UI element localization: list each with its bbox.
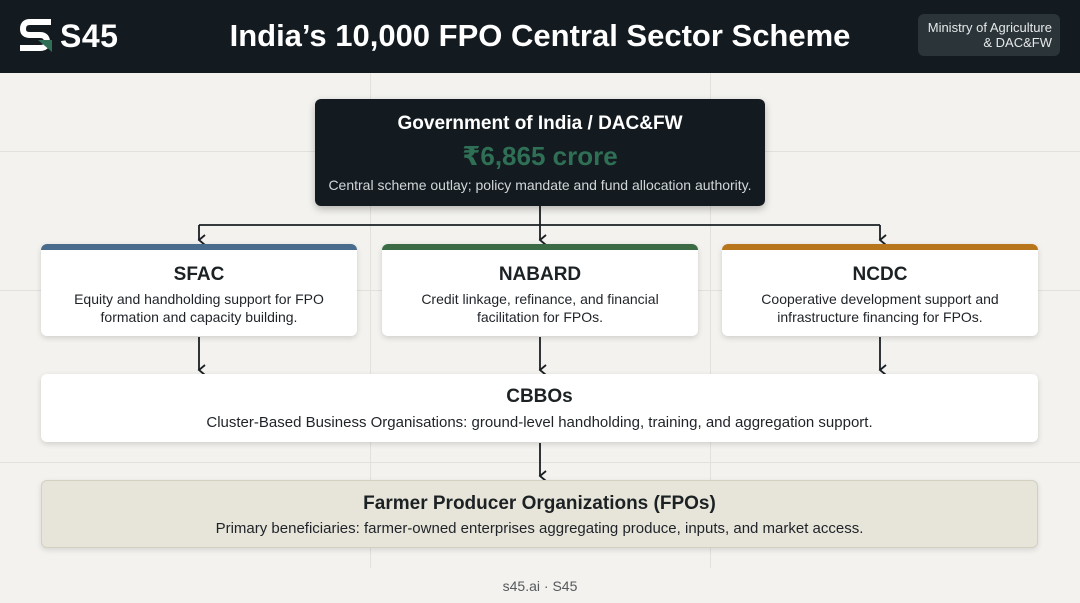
header-bar: S45 India’s 10,000 FPO Central Sector Sc… — [0, 0, 1080, 73]
agency-description: Credit linkage, refinance, and financial… — [421, 291, 659, 325]
grid-line — [710, 73, 711, 568]
agency-node-ncdc: NCDC Cooperative development support and… — [722, 244, 1038, 336]
cbbo-description: Cluster-Based Business Organisations: gr… — [206, 414, 873, 431]
grid-line — [0, 462, 1080, 463]
agency-description: Equity and handholding support for FPO f… — [74, 291, 324, 325]
ministry-line-2: & DAC&FW — [983, 35, 1052, 50]
ministry-line-1: Ministry of Agriculture — [927, 20, 1052, 35]
agency-accent-bar — [382, 244, 698, 250]
government-node: Government of India / DAC&FW ₹6,865 cror… — [315, 99, 765, 206]
page-title: India’s 10,000 FPO Central Sector Scheme — [229, 18, 851, 53]
agency-name: NABARD — [498, 264, 582, 285]
fpo-title: Farmer Producer Organizations (FPOs) — [363, 493, 716, 514]
grid-line — [370, 73, 371, 568]
agency-name: SFAC — [173, 264, 225, 285]
brand-name: S45 — [60, 18, 119, 54]
agency-accent-bar — [722, 244, 1038, 250]
scheme-outlay-amount: ₹6,865 crore — [462, 141, 618, 171]
government-description: Central scheme outlay; policy mandate an… — [328, 177, 752, 193]
agency-node-nabard: NABARD Credit linkage, refinance, and fi… — [382, 244, 698, 336]
agency-name: NCDC — [852, 264, 908, 285]
ministry-badge: Ministry of Agriculture & DAC&FW — [918, 14, 1060, 56]
cbbo-title: CBBOs — [506, 386, 573, 407]
fpo-node: Farmer Producer Organizations (FPOs) Pri… — [41, 480, 1038, 548]
fpo-description: Primary beneficiaries: farmer-owned ente… — [215, 520, 864, 537]
agency-node-sfac: SFAC Equity and handholding support for … — [41, 244, 357, 336]
s45-logo-icon — [19, 19, 52, 52]
cbbo-node: CBBOs Cluster-Based Business Organisatio… — [41, 374, 1038, 442]
government-title: Government of India / DAC&FW — [397, 113, 683, 134]
agency-description: Cooperative development support and infr… — [761, 291, 999, 325]
footer-credit: s45.ai · S45 — [502, 578, 578, 594]
agency-accent-bar — [41, 244, 357, 250]
